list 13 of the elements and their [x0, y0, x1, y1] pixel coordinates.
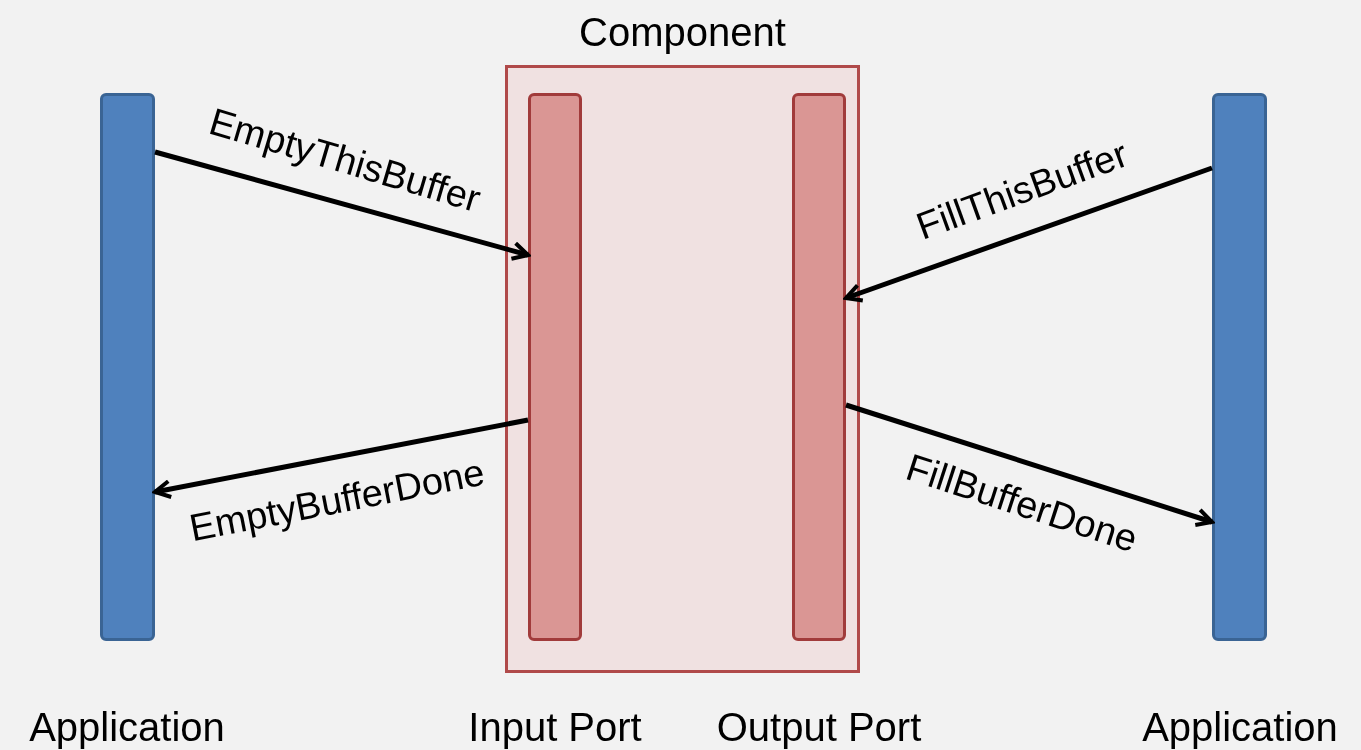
- arrow: [154, 149, 530, 261]
- port-bar: [528, 93, 582, 641]
- bar-caption: Application: [1142, 704, 1338, 750]
- component-title: Component: [578, 9, 787, 56]
- arrow: [845, 402, 1214, 528]
- bar-caption: Input Port: [468, 704, 642, 750]
- bar-caption: Output Port: [716, 704, 922, 750]
- application-bar: [1212, 93, 1267, 641]
- arrow: [153, 417, 529, 499]
- application-bar: [100, 93, 155, 641]
- port-bar: [792, 93, 846, 641]
- arrow: [844, 165, 1213, 303]
- bar-caption: Application: [29, 704, 225, 750]
